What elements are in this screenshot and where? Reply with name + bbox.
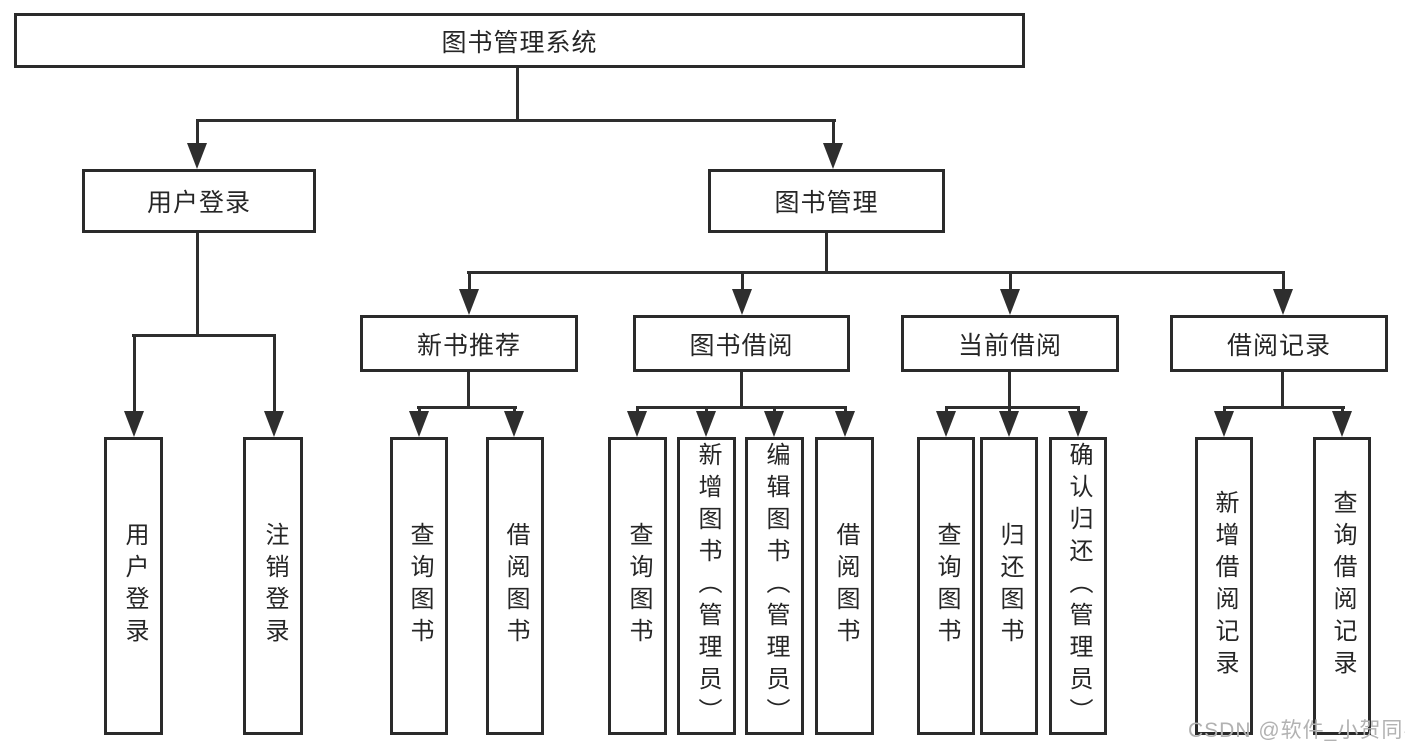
- node-book-borrow: 图书借阅: [633, 315, 850, 372]
- leaf-query-book: 查询图书: [917, 437, 975, 735]
- leaf-logout: 注销登录: [243, 437, 303, 735]
- connector-line: [1008, 372, 1011, 407]
- connector-line: [467, 271, 1285, 274]
- connector-line: [636, 406, 847, 409]
- connector-line: [196, 119, 836, 122]
- leaf-query-book: 查询图书: [390, 437, 448, 735]
- arrow-down-icon: [409, 406, 429, 437]
- leaf-edit-book-admin: 编辑图书（管理员）: [745, 437, 804, 735]
- leaf-query-book: 查询图书: [608, 437, 667, 735]
- connector-line: [516, 68, 519, 120]
- arrow-down-icon: [1332, 406, 1352, 437]
- leaf-borrow-book: 借阅图书: [815, 437, 874, 735]
- leaf-query-borrow-record: 查询借阅记录: [1313, 437, 1371, 735]
- connector-line: [945, 406, 1080, 409]
- arrow-down-icon: [187, 119, 207, 169]
- arrow-down-icon: [823, 119, 843, 169]
- arrow-down-icon: [835, 406, 855, 437]
- arrow-down-icon: [732, 271, 752, 315]
- leaf-confirm-return-admin: 确认归还（管理员）: [1049, 437, 1107, 735]
- arrow-down-icon: [764, 406, 784, 437]
- connector-line: [1223, 406, 1345, 409]
- connector-line: [825, 232, 828, 272]
- arrow-down-icon: [1000, 271, 1020, 315]
- arrow-down-icon: [1068, 406, 1088, 437]
- node-user-login: 用户登录: [82, 169, 316, 233]
- leaf-return-book: 归还图书: [980, 437, 1038, 735]
- connector-line: [1281, 372, 1284, 407]
- arrow-down-icon: [999, 406, 1019, 437]
- arrow-down-icon: [504, 406, 524, 437]
- connector-line: [417, 406, 517, 409]
- csdn-watermark: CSDN @软件_小贺同学: [1188, 719, 1405, 742]
- leaf-add-book-admin: 新增图书（管理员）: [677, 437, 736, 735]
- arrow-down-icon: [627, 406, 647, 437]
- arrow-down-icon: [1214, 406, 1234, 437]
- connector-line: [196, 232, 199, 335]
- connector-line: [132, 334, 276, 337]
- arrow-down-icon: [696, 406, 716, 437]
- leaf-add-borrow-record: 新增借阅记录: [1195, 437, 1253, 735]
- arrow-down-icon: [936, 406, 956, 437]
- node-current-borrow: 当前借阅: [901, 315, 1119, 372]
- arrow-down-icon: [1273, 271, 1293, 315]
- node-root-system: 图书管理系统: [14, 13, 1025, 68]
- arrow-down-icon: [124, 334, 144, 437]
- connector-line: [467, 372, 470, 407]
- connector-line: [740, 372, 743, 407]
- node-new-book-recommend: 新书推荐: [360, 315, 578, 372]
- node-borrow-record: 借阅记录: [1170, 315, 1388, 372]
- node-book-management: 图书管理: [708, 169, 945, 233]
- leaf-borrow-book: 借阅图书: [486, 437, 544, 735]
- arrow-down-icon: [459, 271, 479, 315]
- leaf-user-login: 用户登录: [104, 437, 163, 735]
- arrow-down-icon: [264, 334, 284, 437]
